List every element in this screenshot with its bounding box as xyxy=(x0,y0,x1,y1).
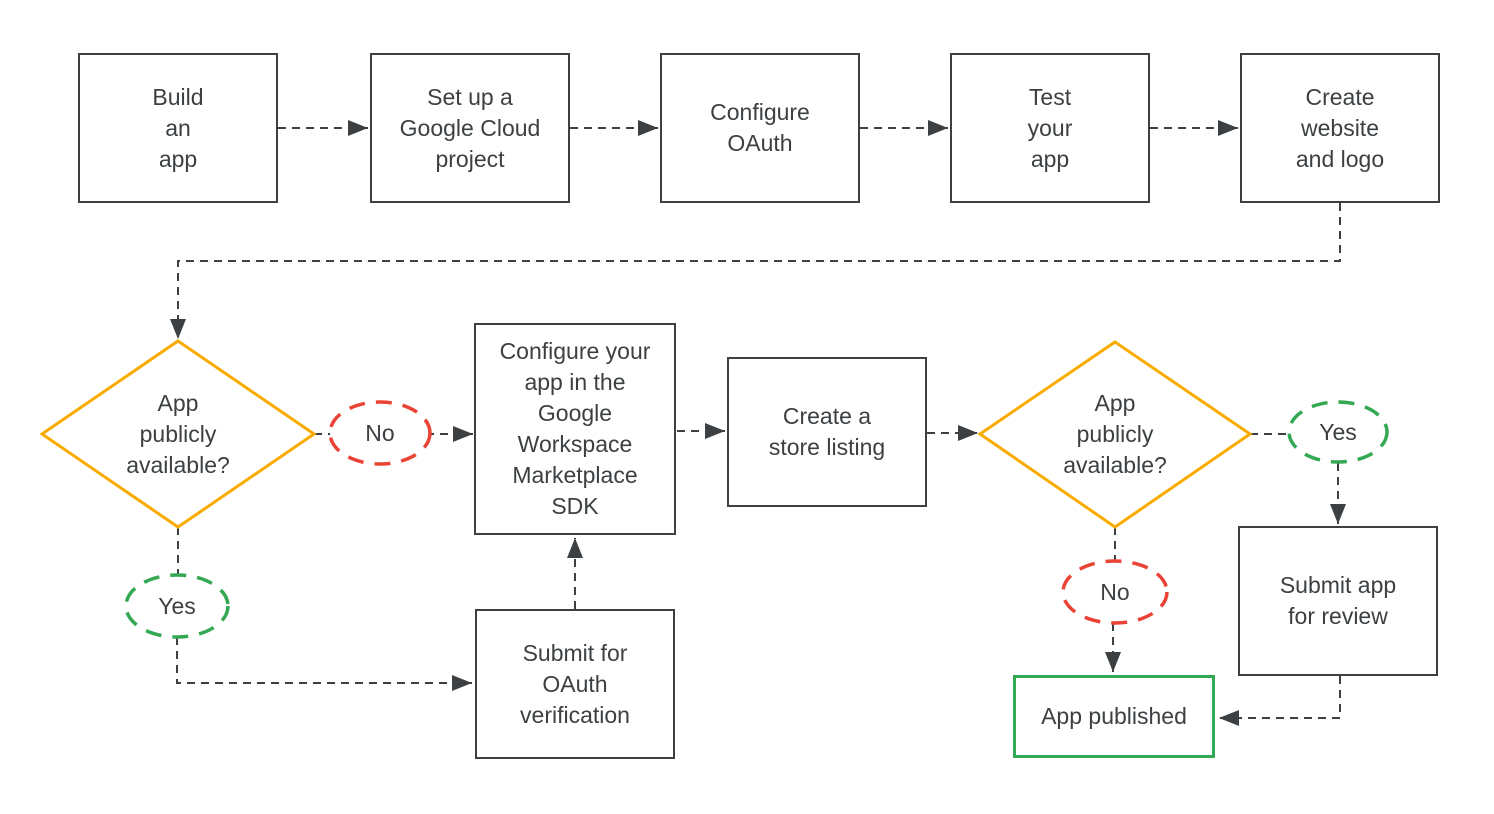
decision1-no-ellipse xyxy=(328,400,432,466)
node-app-published: App published xyxy=(1013,675,1215,758)
decision1-diamond xyxy=(39,339,317,529)
node-test-your-app: Test your app xyxy=(950,53,1150,203)
decision1-yes-ellipse xyxy=(124,573,230,639)
arrow-website-to-decision1 xyxy=(170,203,1341,339)
node-setup-google-cloud-project: Set up a Google Cloud project xyxy=(370,53,570,203)
decision2-yes-ellipse xyxy=(1287,400,1389,464)
node-create-website-logo: Create website and logo xyxy=(1240,53,1440,203)
decision2-no-ellipse xyxy=(1061,559,1169,625)
decision2-diamond xyxy=(977,340,1253,529)
node-configure-marketplace-sdk: Configure your app in the Google Workspa… xyxy=(474,323,676,535)
node-build-app: Build an app xyxy=(78,53,278,203)
node-submit-app-for-review: Submit app for review xyxy=(1238,526,1438,676)
arrow-yes1-to-oauth-verification xyxy=(176,637,472,691)
node-configure-oauth: Configure OAuth xyxy=(660,53,860,203)
node-create-store-listing: Create a store listing xyxy=(727,357,927,507)
arrow-review-to-published xyxy=(1219,676,1341,726)
node-submit-oauth-verification: Submit for OAuth verification xyxy=(475,609,675,759)
